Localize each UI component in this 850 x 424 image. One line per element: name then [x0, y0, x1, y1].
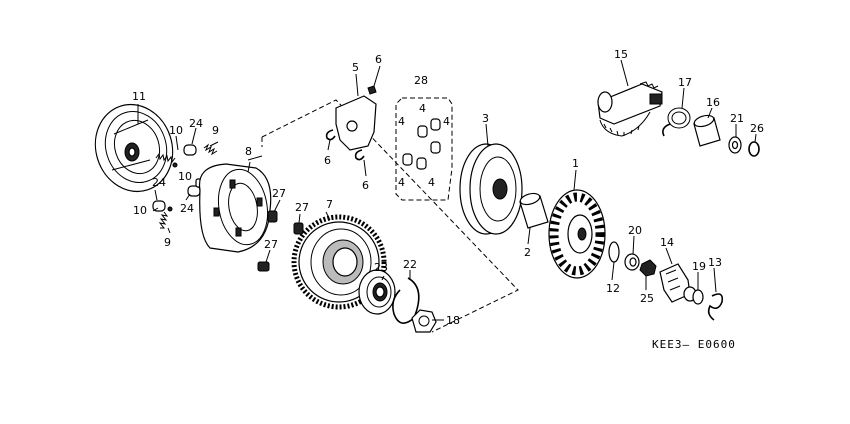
callout-15: 15	[614, 48, 628, 61]
callout-2: 2	[524, 246, 531, 259]
part-25-nut[interactable]	[639, 259, 657, 277]
part-19-washer[interactable]	[692, 289, 704, 305]
part-8-clutch-body[interactable]	[198, 163, 274, 253]
part-4-roller-2[interactable]	[430, 118, 441, 131]
callout-10c: 10	[133, 204, 147, 217]
callout-19: 19	[692, 260, 706, 273]
part-18-nut[interactable]	[411, 309, 437, 333]
callout-21: 21	[730, 112, 744, 125]
callout-4d: 4	[398, 176, 405, 189]
part-23-bearing[interactable]	[358, 269, 396, 315]
spring-9-plate[interactable]	[155, 152, 176, 164]
callout-7: 7	[326, 198, 333, 211]
part-12-washer[interactable]	[608, 241, 620, 263]
part-20-washer[interactable]	[624, 253, 640, 271]
callout-22: 22	[403, 258, 417, 271]
roller-cap-24-lower[interactable]	[152, 200, 166, 212]
part-11-clutch-plate[interactable]	[84, 94, 183, 201]
callout-28: 28	[414, 74, 428, 87]
callout-9a: 9	[212, 124, 219, 137]
leader-lines	[137, 59, 757, 321]
part-26-clip[interactable]	[748, 141, 760, 157]
callout-24a: 24	[189, 117, 203, 130]
part-4-roller-3[interactable]	[430, 141, 441, 154]
callout-10b: 10	[178, 170, 192, 183]
part-4-roller-1[interactable]	[417, 125, 428, 138]
callout-6b: 6	[324, 154, 331, 167]
callout-14: 14	[660, 236, 674, 249]
callout-9b: 9	[164, 236, 171, 249]
part-5-ramp-plate[interactable]	[335, 85, 377, 151]
spring-9-lower[interactable]	[158, 211, 169, 229]
part-16-bushing[interactable]	[693, 113, 721, 147]
part-27-bolt-b[interactable]	[293, 222, 304, 235]
part-27-bolt-a[interactable]	[267, 210, 278, 223]
callout-labels: 11 10 24 9 8 10 24 24 10 9 27 27 27 7 23…	[132, 48, 764, 327]
callout-8: 8	[245, 145, 252, 158]
part-21-washer[interactable]	[728, 136, 742, 154]
callout-5: 5	[352, 61, 359, 74]
callout-4c: 4	[443, 115, 450, 128]
spring-9-upper[interactable]	[203, 143, 218, 156]
part-15-kick-spindle[interactable]	[597, 81, 663, 137]
callout-3: 3	[482, 112, 489, 125]
callout-4b: 4	[398, 115, 405, 128]
part-4-roller-4[interactable]	[402, 153, 413, 166]
part-22-circlip[interactable]	[392, 277, 420, 324]
callout-23: 23	[374, 261, 388, 274]
callout-27a: 27	[272, 187, 286, 200]
callout-25: 25	[640, 292, 654, 305]
callout-17: 17	[678, 76, 692, 89]
diagram-code: KEE3— E0600	[652, 338, 736, 351]
callout-4e: 4	[428, 176, 435, 189]
assembly-outline	[261, 99, 519, 333]
roller-cap-24-upper[interactable]	[183, 144, 197, 156]
part-6-slide-b[interactable]	[354, 149, 365, 161]
callout-24b: 24	[152, 176, 166, 189]
part-17-kick-spring[interactable]	[662, 107, 691, 137]
callout-13: 13	[708, 256, 722, 269]
callout-6a: 6	[375, 53, 382, 66]
callout-27c: 27	[264, 238, 278, 251]
callout-4a: 4	[419, 102, 426, 115]
callout-10a: 10	[169, 124, 183, 137]
callout-6c: 6	[362, 179, 369, 192]
callout-24c: 24	[180, 202, 194, 215]
part-4-roller-5[interactable]	[416, 157, 427, 170]
callout-20: 20	[628, 224, 642, 237]
part-13-clip[interactable]	[707, 293, 724, 321]
callout-26: 26	[750, 122, 764, 135]
part-2-collar[interactable]	[519, 191, 549, 229]
callout-27b: 27	[295, 201, 309, 214]
callout-16: 16	[706, 96, 720, 109]
kit-box-28	[395, 97, 453, 201]
part-6-slide-a[interactable]	[325, 129, 336, 141]
callout-12: 12	[606, 282, 620, 295]
part-27-bolt-c[interactable]	[257, 261, 270, 272]
part-3-drive-face[interactable]	[459, 143, 523, 235]
callout-18: 18	[446, 314, 460, 327]
part-1-fan[interactable]	[548, 189, 606, 279]
part-14-pinion[interactable]	[659, 263, 697, 303]
callout-11: 11	[132, 90, 146, 103]
callout-1: 1	[572, 157, 579, 170]
